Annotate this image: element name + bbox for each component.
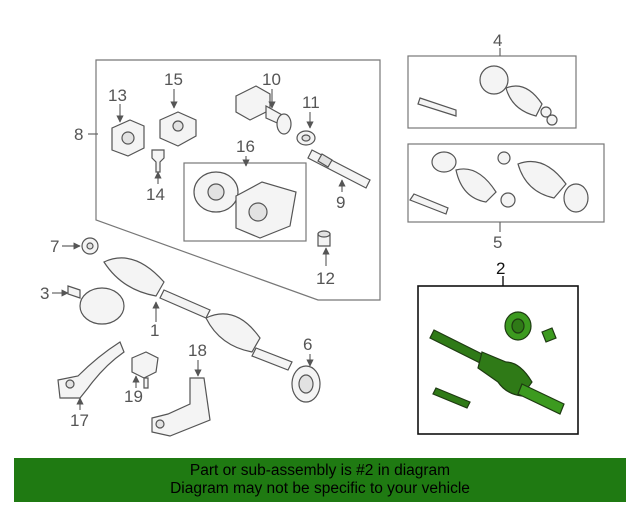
callout-19: 19 xyxy=(124,387,143,406)
callout-3: 3 xyxy=(40,284,49,303)
callout-8: 8 xyxy=(74,125,83,144)
part-14-bolt[interactable] xyxy=(151,149,165,173)
callout-18: 18 xyxy=(188,341,207,360)
callout-2: 2 xyxy=(496,259,505,278)
group-box-4 xyxy=(407,55,577,129)
part-4-boot-kit[interactable] xyxy=(417,65,558,126)
callout-13: 13 xyxy=(108,86,127,105)
callout-4: 4 xyxy=(493,31,502,50)
callout-11: 11 xyxy=(302,93,320,112)
group-box-8 xyxy=(95,59,381,301)
part-15-bracket[interactable] xyxy=(159,111,197,147)
part-9-shaft[interactable] xyxy=(307,149,371,189)
part-12-plug[interactable] xyxy=(317,230,331,247)
part-5-boot-kit[interactable] xyxy=(409,151,589,215)
callout-6: 6 xyxy=(303,335,312,354)
callout-7: 7 xyxy=(50,237,59,256)
group-box-5 xyxy=(407,143,605,223)
callout-5: 5 xyxy=(493,233,502,252)
callout-15: 15 xyxy=(164,70,183,89)
banner-line-1: Part or sub-assembly is #2 in diagram xyxy=(189,462,451,479)
callout-1: 1 xyxy=(150,321,159,340)
callout-9: 9 xyxy=(336,193,345,212)
part-10-flange-shaft[interactable] xyxy=(235,85,292,135)
callout-17: 17 xyxy=(70,411,89,430)
part-3-outer-joint[interactable] xyxy=(67,285,125,325)
part-1-axle-shaft[interactable] xyxy=(103,257,293,371)
part-18-bracket[interactable] xyxy=(151,377,211,437)
part-17-bracket[interactable] xyxy=(57,341,125,399)
part-11-seal[interactable] xyxy=(296,130,316,146)
callout-16: 16 xyxy=(236,137,255,156)
group-box-2 xyxy=(417,285,579,435)
part-13-bracket[interactable] xyxy=(111,119,145,157)
callout-14: 14 xyxy=(146,185,165,204)
part-6-seal[interactable] xyxy=(291,365,321,403)
callout-12: 12 xyxy=(316,269,335,288)
info-banner: Part or sub-assembly is #2 in diagram Di… xyxy=(14,458,626,502)
part-2-shaft-assembly[interactable] xyxy=(429,311,565,415)
banner-line-2: Diagram may not be specific to your vehi… xyxy=(170,480,470,497)
callout-10: 10 xyxy=(262,70,281,89)
part-7-seal[interactable] xyxy=(81,237,99,255)
part-19-ball-joint[interactable] xyxy=(131,351,159,389)
part-16-differential-case[interactable] xyxy=(193,171,297,239)
